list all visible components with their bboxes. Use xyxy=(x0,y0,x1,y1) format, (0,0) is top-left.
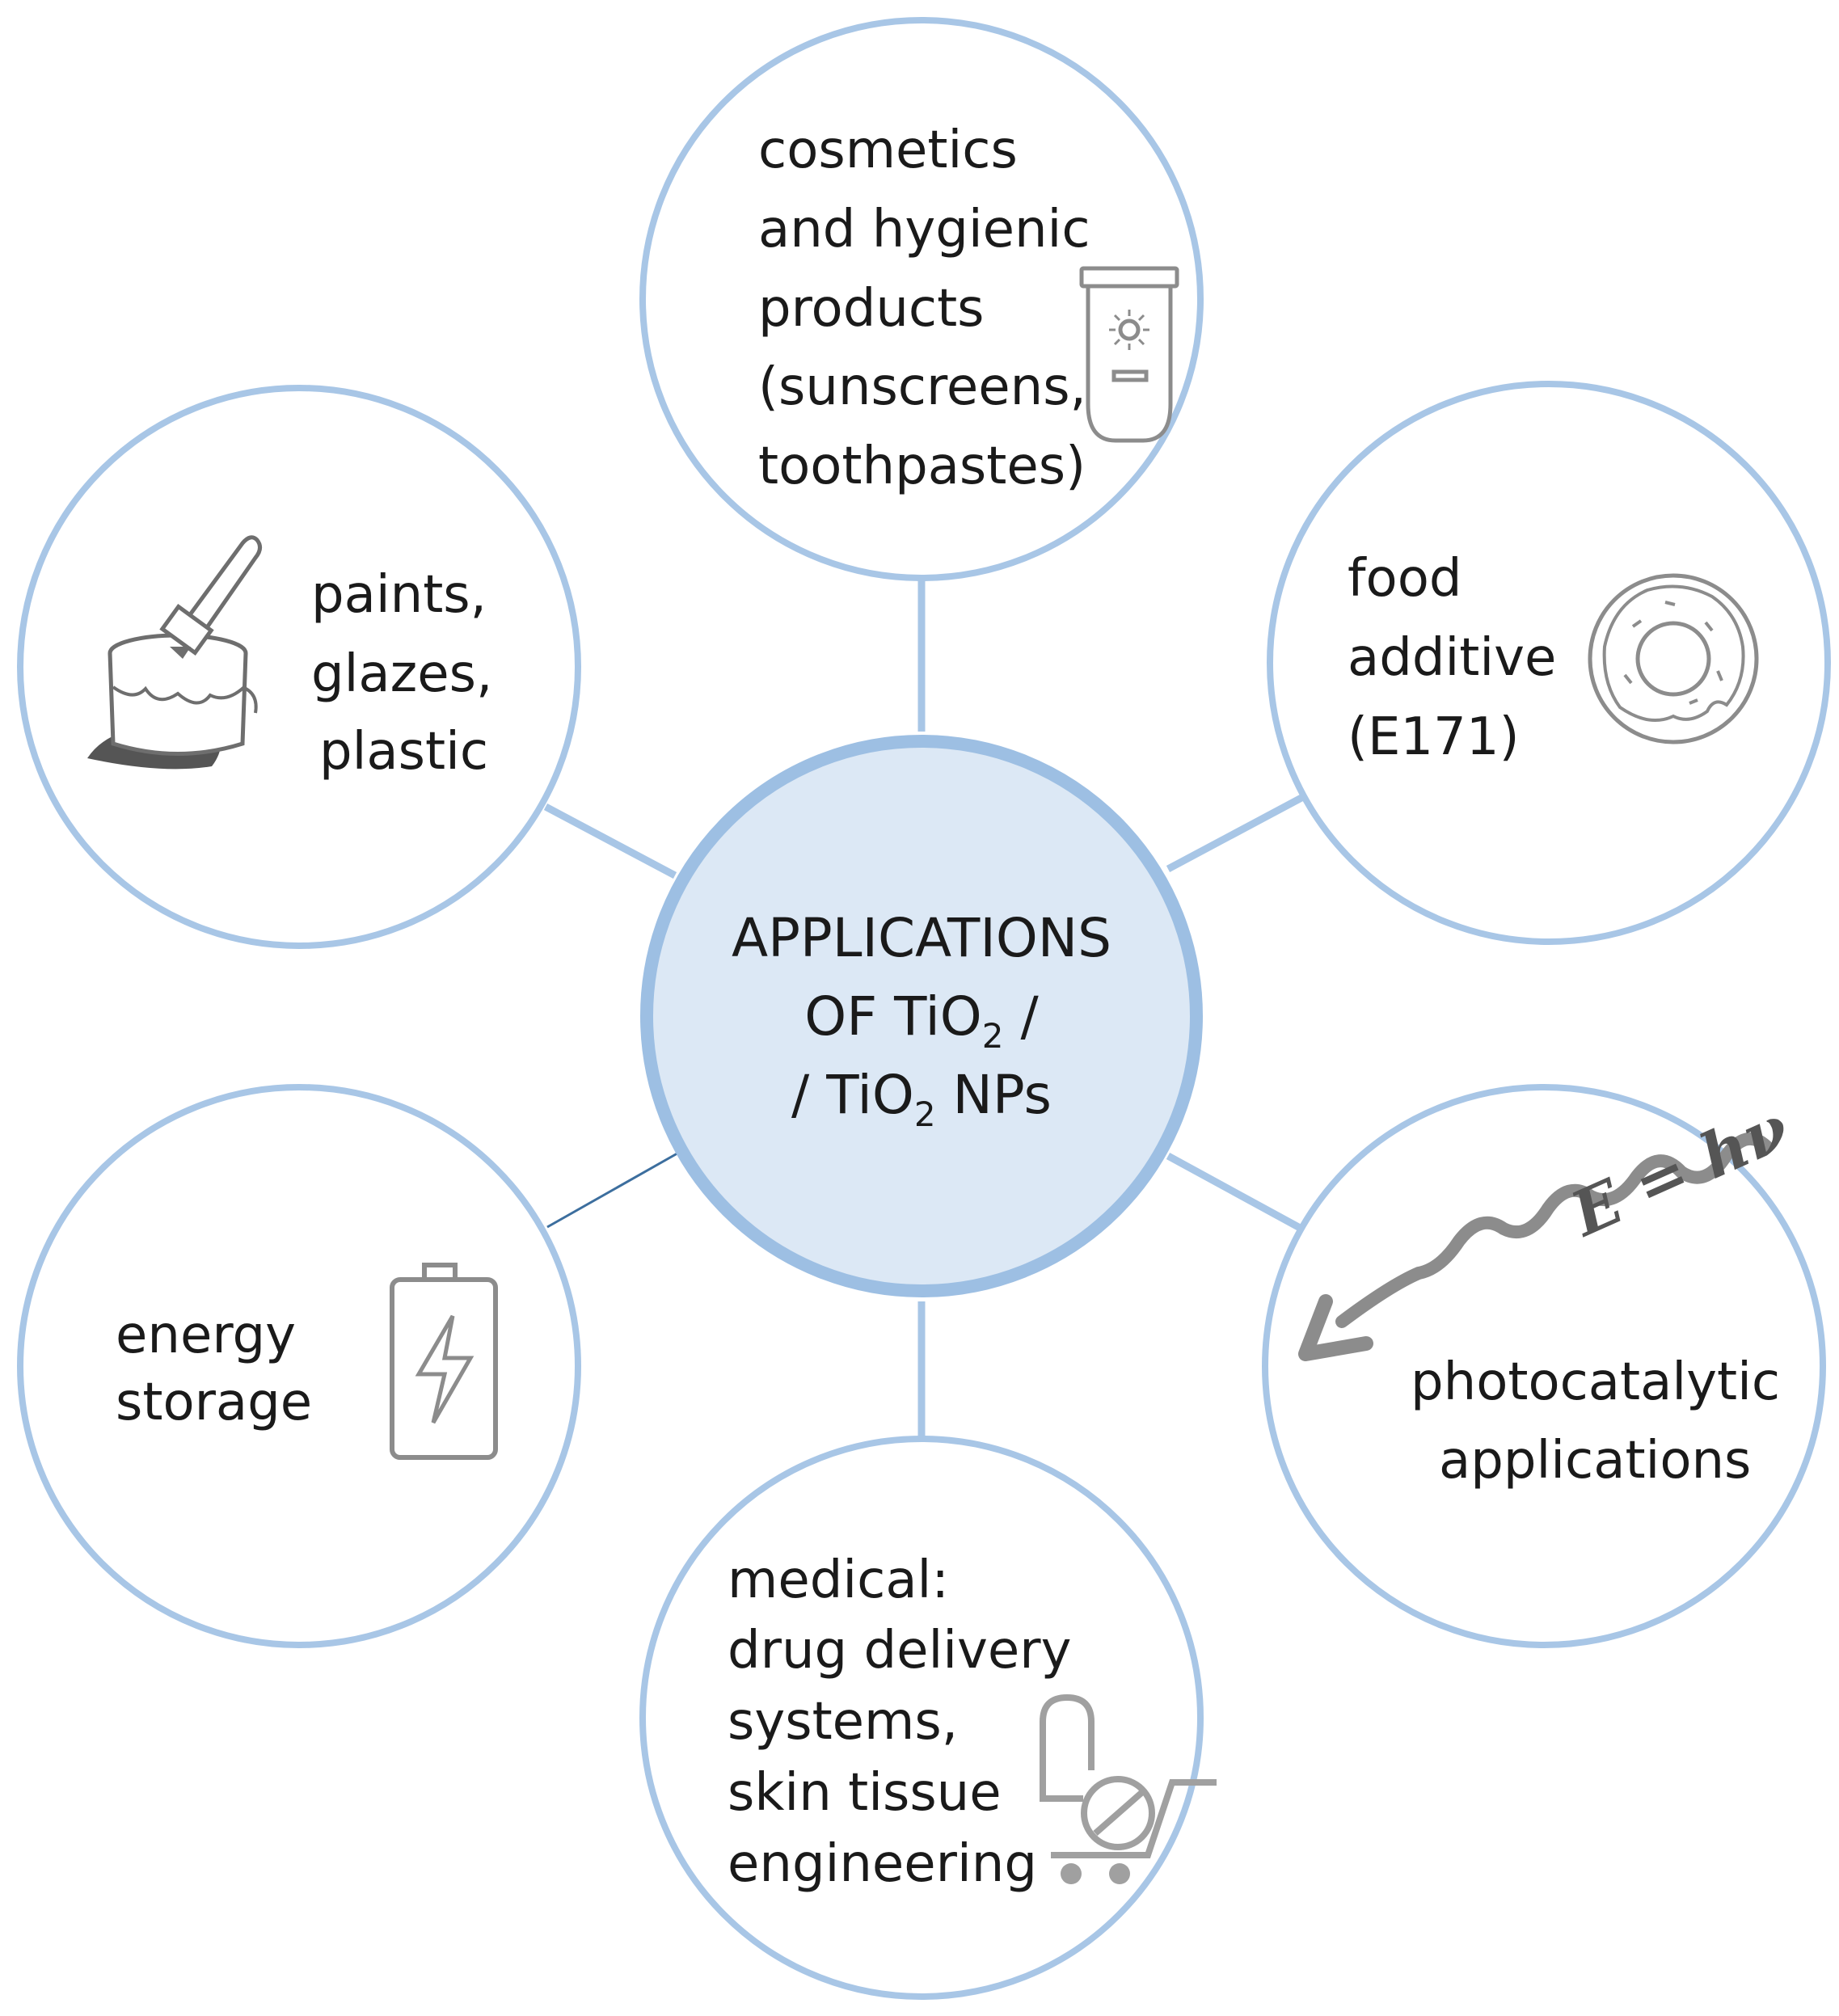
sunscreen-tube-icon xyxy=(1079,266,1179,443)
node-medical: medical: drug delivery systems, skin tis… xyxy=(728,1550,1217,1894)
circle-cosmetics xyxy=(639,17,1204,581)
node-cosmetics: cosmetics and hygienic products (sunscre… xyxy=(758,120,1179,496)
connector-energy xyxy=(546,1149,682,1229)
node-energy: energy storage xyxy=(116,1263,498,1460)
energy-line-2: storage xyxy=(116,1373,312,1432)
center-label: APPLICATIONS OF TiO2 / / TiO2 NPs xyxy=(732,907,1111,1134)
paints-line-1: paints, xyxy=(311,565,487,625)
center-line-3: / TiO2 NPs xyxy=(791,1064,1052,1134)
photocatalytic-line-2: applications xyxy=(1439,1431,1751,1491)
energy-line-1: energy xyxy=(116,1305,296,1365)
connector-photocatalytic xyxy=(1166,1153,1304,1232)
connectors xyxy=(543,578,1304,1439)
center-circle xyxy=(640,735,1203,1297)
donut-icon xyxy=(1588,573,1759,744)
food-line-3: (E171) xyxy=(1348,707,1520,767)
node-paints: paints, glazes, plastic xyxy=(87,535,492,782)
node-food: food additive (E171) xyxy=(1348,549,1759,767)
cosmetics-line-2: and hygienic xyxy=(758,200,1090,259)
battery-icon xyxy=(390,1263,498,1460)
paints-line-3: plastic xyxy=(319,722,488,782)
circle-photocatalytic xyxy=(1262,1084,1826,1648)
center-line-2: OF TiO2 / xyxy=(804,985,1039,1056)
circle-food xyxy=(1267,381,1831,945)
medical-line-1: medical: xyxy=(728,1550,949,1610)
medical-line-4: skin tissue xyxy=(728,1763,1002,1823)
cosmetics-line-3: products xyxy=(758,279,985,339)
circle-energy xyxy=(17,1084,581,1648)
paints-line-2: glazes, xyxy=(311,644,492,704)
light-wave-arrow-icon xyxy=(1298,1132,1773,1361)
connector-paints xyxy=(543,803,677,879)
cosmetics-line-5: toothpastes) xyxy=(758,437,1086,496)
food-line-2: additive xyxy=(1348,628,1556,688)
center-line-1: APPLICATIONS xyxy=(732,907,1111,969)
medical-line-3: systems, xyxy=(728,1692,958,1752)
cosmetics-line-4: (sunscreens, xyxy=(758,357,1086,417)
cosmetics-line-1: cosmetics xyxy=(758,120,1018,180)
photocatalytic-line-1: photocatalytic xyxy=(1411,1352,1780,1412)
food-line-1: food xyxy=(1348,549,1461,609)
medical-line-5: engineering xyxy=(728,1834,1037,1894)
connector-food xyxy=(1166,795,1304,872)
circle-paints xyxy=(17,385,581,949)
medical-line-2: drug delivery xyxy=(728,1621,1071,1681)
paint-bucket-icon xyxy=(87,535,262,770)
pill-cart-icon xyxy=(1040,1693,1217,1884)
